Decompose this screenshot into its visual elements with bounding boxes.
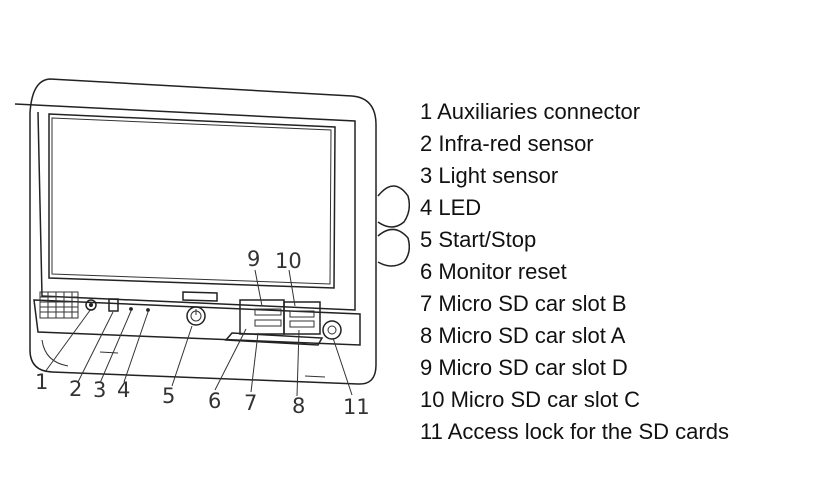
legend-item: 7 Micro SD car slot B [420,291,627,316]
sun-shade [14,103,356,311]
mounting-knobs [377,185,410,267]
screen [48,113,336,289]
monitor-diagram: 1 2 3 4 5 6 7 8 9 10 11 [14,78,410,419]
legend-item: 5 Start/Stop [420,227,537,252]
light-sensor [129,307,133,311]
legend-item: 11 Access lock for the SD cards [420,419,729,444]
legend-list: 1 Auxiliaries connector 2 Infra-red sens… [420,96,729,448]
callout-5: 5 [162,384,175,408]
auxiliaries-connector [85,299,97,311]
start-stop-button [186,306,206,326]
legend-item: 3 Light sensor [420,163,559,188]
legend-item: 4 LED [420,195,482,220]
callout-1: 1 [35,370,48,394]
led [146,308,150,312]
legend-item: 10 Micro SD car slot C [420,387,641,412]
callout-3: 3 [93,378,106,402]
sd-card-slots [224,299,324,346]
callout-9: 9 [247,247,260,271]
leader-lines [44,269,353,397]
legend-item: 1 Auxiliaries connector [420,99,641,124]
callout-6: 6 [208,389,221,413]
callout-7: 7 [244,391,257,415]
legend-item: 8 Micro SD car slot A [420,323,626,348]
legend-item: 9 Micro SD car slot D [420,355,628,380]
speaker-grille [39,291,79,319]
infra-red-sensor [108,298,119,312]
monitor-housing [29,78,377,385]
control-panel [33,299,361,346]
callout-2: 2 [69,377,82,401]
access-lock [322,320,342,340]
callout-11: 11 [343,395,370,419]
legend-item: 6 Monitor reset [420,259,567,284]
legend-item: 2 Infra-red sensor [420,131,594,156]
callout-4: 4 [117,378,130,402]
callout-10: 10 [275,249,302,273]
callout-8: 8 [292,394,305,418]
